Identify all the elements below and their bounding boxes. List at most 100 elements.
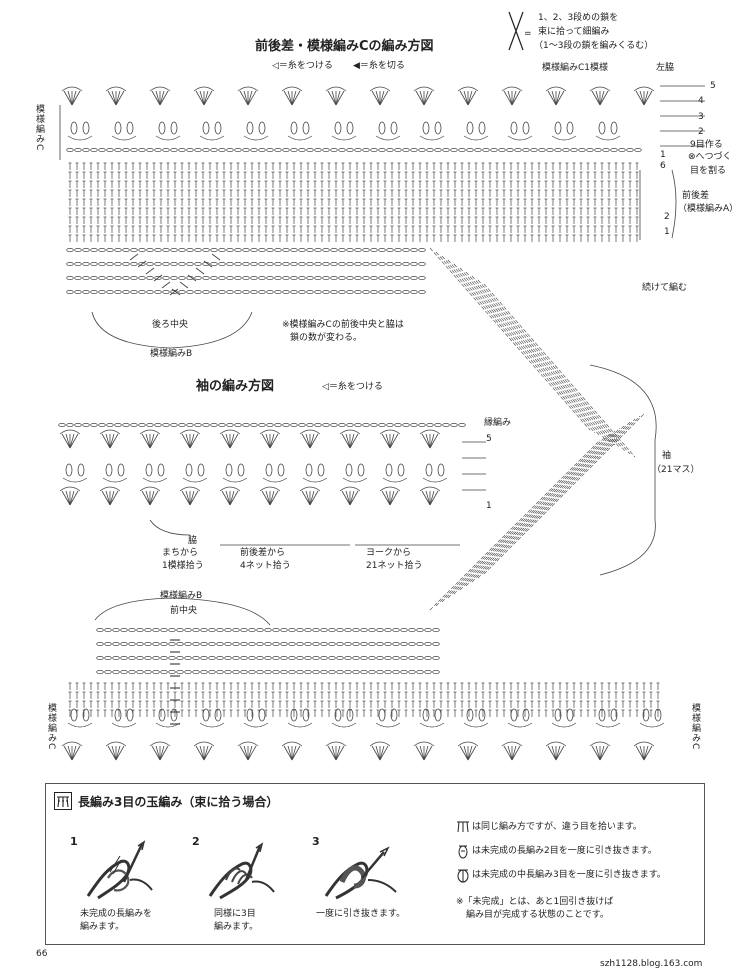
body-chain-net [298,262,306,266]
sleeve-fan-stitch [105,490,111,506]
body-chain-net [266,248,274,252]
body-bobble-stitch [258,121,266,135]
body-chain-net [138,262,146,266]
front-chain-net [312,642,320,646]
body-fan-stitch [325,86,347,92]
front-chain-net [128,656,136,660]
body-chain-net [394,248,402,252]
body-chain-net [178,248,186,252]
body-bobble-stitch [598,121,606,135]
body-chain-net [82,248,90,252]
body-chain-row [450,148,458,152]
body-fan-stitch [335,90,345,106]
front-chain-net [160,628,168,632]
sleeve-fan-stitch [229,433,235,449]
front-chain-net [128,628,136,632]
front-chain-net [200,628,208,632]
sleeve-bobble-stitch [102,477,128,483]
front-chain-net [208,670,216,674]
front-chain-net [384,670,392,674]
sleeve-bobble-stitch [197,463,205,477]
front-bobble-stitch [595,722,621,728]
body-fan-stitch [467,90,473,106]
body-chain-row [530,148,538,152]
front-fan-stitch [325,741,347,747]
body-chain-net [290,276,298,280]
row-num-1b: 1 [664,227,670,237]
body-fan-stitch [467,90,477,106]
yoke-band-line [441,433,611,603]
front-chain-net [112,656,120,660]
front-chain-net [200,670,208,674]
body-chain-net [378,276,386,280]
body-bobble-stitch [199,135,225,141]
sleeve-bobble-stitch [62,477,88,483]
body-bobble-stitch [70,121,78,135]
front-chain-net [272,642,280,646]
front-chain-net [160,670,168,674]
body-chain-net [306,290,314,294]
sleeve-edge-row [378,423,386,427]
body-fan-stitch [643,90,653,106]
front-bobble-stitch [598,708,606,722]
body-bobble-stitch [466,121,474,135]
front-chain-net [432,670,440,674]
yoke-band-line [459,424,626,591]
body-chain-net [346,248,354,252]
note-front-2: 4ネット拾う [240,561,291,571]
sleeve-edge-row [234,423,242,427]
body-chain-net [258,290,266,294]
body-chain-row [306,148,314,152]
front-fan-stitch [287,745,293,761]
yoke-band-line [471,418,636,583]
sleeve-edge-row [186,423,194,427]
sleeve-fan-stitch [139,486,161,492]
body-chain-row [162,148,170,152]
body-fan-stitch [115,90,121,106]
body-fan-stitch [503,90,513,106]
sleeve-fan-stitch [429,433,435,449]
sleeve-bobble-stitch [117,463,125,477]
body-chain-net [250,290,258,294]
sleeve-edge-row [346,423,354,427]
sleeve-bobble-stitch [342,477,368,483]
step-1-number: 1 [70,835,78,848]
front-bobble-stitch [507,722,533,728]
sleeve-fan-stitch [145,433,151,449]
body-chain-row [322,148,330,152]
front-fan-stitch [551,745,557,761]
sleeve-edge-row [162,423,170,427]
front-chain-net [376,628,384,632]
front-chain-net [304,656,312,660]
front-chain-net [144,628,152,632]
body-chain-row [570,148,578,152]
front-bobble-stitch [375,722,401,728]
body-chain-net [138,276,146,280]
sleeve-fan-stitch [229,433,239,449]
front-bobble-stitch [522,708,530,722]
sleeve-edge-row [354,423,362,427]
body-chain-net [114,248,122,252]
front-bobble-stitch [214,708,222,722]
front-chain-net [376,642,384,646]
sleeve-fan-stitch [265,433,271,449]
body-chain-net [178,262,186,266]
front-bobble-stitch [243,722,269,728]
front-chain-net [272,656,280,660]
body-fan-stitch [195,90,205,106]
body-chain-net [354,262,362,266]
sleeve-bobble-stitch [437,463,445,477]
front-fan-stitch [467,745,473,761]
body-chain-net [250,248,258,252]
sleeve-edge-row [154,423,162,427]
front-chain-net [104,642,112,646]
front-chain-net [408,670,416,674]
body-chain-net [178,290,186,294]
body-chain-net [202,276,210,280]
front-fan-stitch [643,745,649,761]
body-chain-net [410,276,418,280]
body-bobble-stitch [126,121,134,135]
body-fan-stitch [149,86,171,92]
body-bobble-stitch [419,135,445,141]
front-chain-net [232,642,240,646]
